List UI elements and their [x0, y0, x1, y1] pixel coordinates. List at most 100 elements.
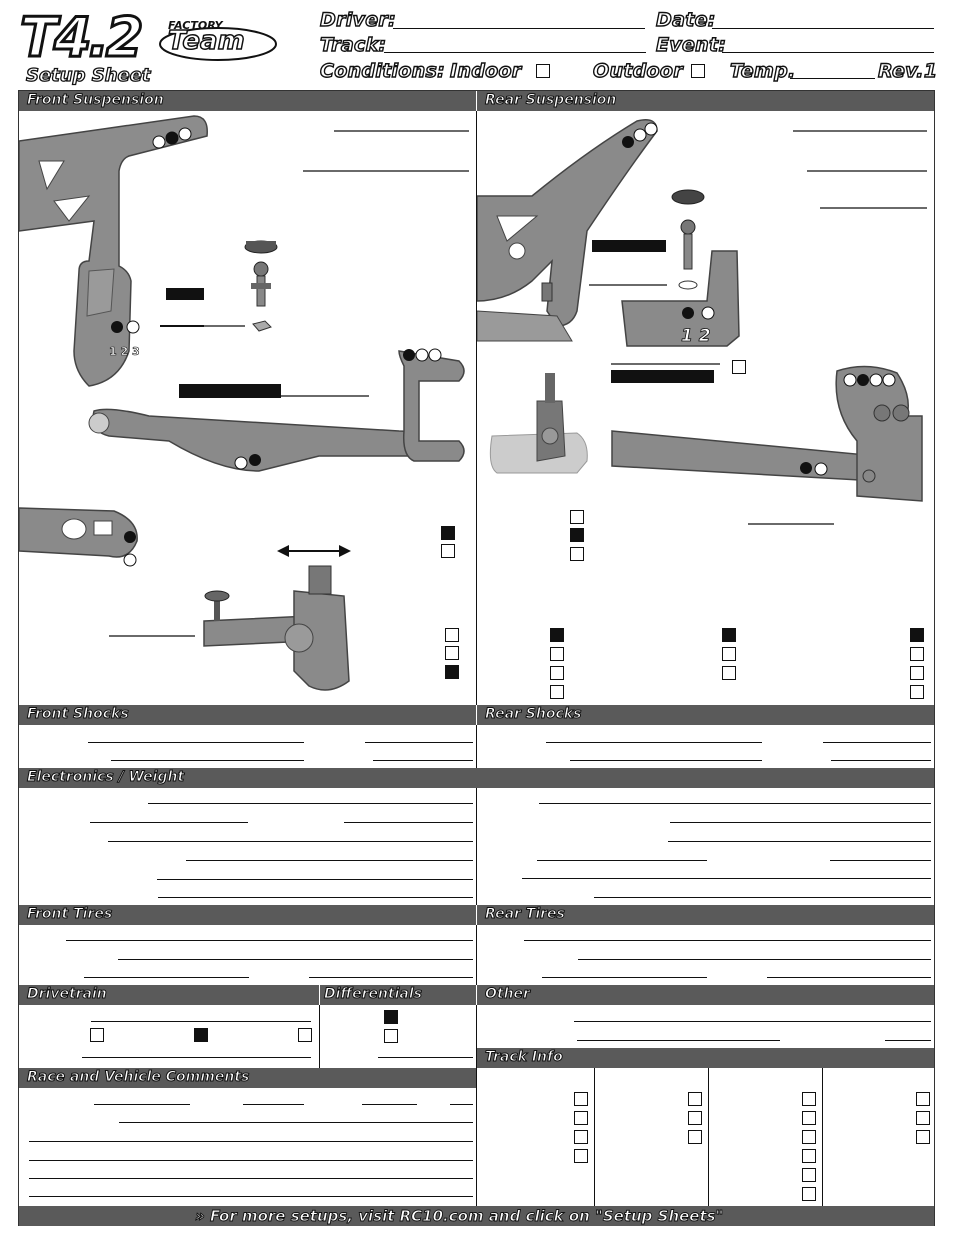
rear-option-c-1[interactable] [722, 628, 736, 642]
drivetrain-checkbox-1[interactable] [90, 1028, 104, 1042]
track-d-3[interactable] [916, 1130, 930, 1144]
elec-field-3[interactable] [344, 822, 473, 823]
rear-option-b-3[interactable] [550, 666, 564, 680]
comment-field-4[interactable] [450, 1104, 473, 1105]
track-c-1[interactable] [802, 1092, 816, 1106]
elec-field-2[interactable] [90, 822, 248, 823]
differentials-bar: Differentials [320, 985, 476, 1005]
diff-field[interactable] [378, 1057, 473, 1058]
front-tire-field-3[interactable] [84, 977, 249, 978]
front-shock-field-2[interactable] [365, 742, 473, 743]
rear-option-b-4[interactable] [550, 685, 564, 699]
rear-option-d-4[interactable] [910, 685, 924, 699]
front-option-checkbox-4[interactable] [445, 646, 459, 660]
rear-option-a-3[interactable] [570, 547, 584, 561]
track-c-3[interactable] [802, 1130, 816, 1144]
outdoor-checkbox[interactable] [691, 64, 705, 78]
indoor-checkbox[interactable] [536, 64, 550, 78]
rear-tire-field-3[interactable] [542, 977, 707, 978]
front-tire-field-1[interactable] [66, 940, 473, 941]
track-c-2[interactable] [802, 1111, 816, 1125]
elec-field-10[interactable] [668, 841, 931, 842]
track-a-1[interactable] [574, 1092, 588, 1106]
rear-option-a-2[interactable] [570, 528, 584, 542]
track-c-4[interactable] [802, 1149, 816, 1163]
drivetrain-field-2[interactable] [82, 1057, 311, 1058]
drivetrain-field-1[interactable] [91, 1021, 311, 1022]
elec-field-1[interactable] [148, 803, 473, 804]
elec-field-13[interactable] [522, 878, 931, 879]
other-field-3[interactable] [885, 1040, 931, 1041]
rear-tire-field-1[interactable] [524, 940, 931, 941]
rear-option-c-3[interactable] [722, 666, 736, 680]
front-shock-field-3[interactable] [111, 760, 304, 761]
rear-hub-checkbox[interactable] [732, 360, 746, 374]
comment-line-3[interactable] [29, 1178, 473, 1179]
other-field-2[interactable] [577, 1040, 780, 1041]
temp-field[interactable] [790, 78, 875, 79]
rear-option-d-3[interactable] [910, 666, 924, 680]
rear-option-d-2[interactable] [910, 647, 924, 661]
other-field-1[interactable] [574, 1021, 931, 1022]
track-d-2[interactable] [916, 1111, 930, 1125]
date-field[interactable] [712, 28, 934, 29]
other-title: Other [485, 986, 531, 1003]
elec-field-11[interactable] [537, 860, 707, 861]
track-a-4[interactable] [574, 1149, 588, 1163]
rear-option-b-2[interactable] [550, 647, 564, 661]
rear-option-d-1[interactable] [910, 628, 924, 642]
drivetrain-checkbox-3[interactable] [298, 1028, 312, 1042]
track-c-6[interactable] [802, 1187, 816, 1201]
track-b-2[interactable] [688, 1111, 702, 1125]
front-shock-field-1[interactable] [88, 742, 304, 743]
rear-option-a-1[interactable] [570, 510, 584, 524]
drivetrain-checkbox-2[interactable] [194, 1028, 208, 1042]
elec-field-14[interactable] [594, 897, 931, 898]
rear-shock-field-2[interactable] [823, 742, 931, 743]
comment-line-2[interactable] [29, 1160, 473, 1161]
front-option-checkbox-1[interactable] [441, 526, 455, 540]
rear-shock-field-1[interactable] [546, 742, 762, 743]
logo-model: T4.2 [19, 5, 145, 71]
rear-option-c-2[interactable] [722, 647, 736, 661]
diff-checkbox-2[interactable] [384, 1029, 398, 1043]
comment-field-1[interactable] [94, 1104, 190, 1105]
comment-field-5[interactable] [119, 1122, 473, 1123]
elec-field-5[interactable] [186, 860, 473, 861]
track-b-3[interactable] [688, 1130, 702, 1144]
front-option-checkbox-5[interactable] [445, 665, 459, 679]
rear-tire-field-2[interactable] [578, 959, 931, 960]
front-tire-field-4[interactable] [309, 977, 473, 978]
track-d-1[interactable] [916, 1092, 930, 1106]
track-a-2[interactable] [574, 1111, 588, 1125]
driver-field[interactable] [393, 28, 645, 29]
front-shock-field-4[interactable] [373, 760, 473, 761]
rear-suspension-title: Rear Suspension [484, 92, 617, 109]
rear-shock-field-4[interactable] [831, 760, 931, 761]
comment-line-4[interactable] [29, 1196, 473, 1197]
event-field[interactable] [722, 52, 934, 53]
comment-field-2[interactable] [243, 1104, 304, 1105]
comment-field-3[interactable] [362, 1104, 417, 1105]
elec-field-9[interactable] [670, 822, 931, 823]
comment-line-1[interactable] [29, 1141, 473, 1142]
logo-graphic [159, 27, 277, 61]
elec-field-6[interactable] [157, 879, 473, 880]
track-b-1[interactable] [688, 1092, 702, 1106]
front-option-checkbox-2[interactable] [441, 544, 455, 558]
front-option-checkbox-3[interactable] [445, 628, 459, 642]
track-c-5[interactable] [802, 1168, 816, 1182]
rear-option-b-1[interactable] [550, 628, 564, 642]
elec-field-4[interactable] [108, 841, 473, 842]
track-a-3[interactable] [574, 1130, 588, 1144]
rear-tire-field-4[interactable] [767, 977, 931, 978]
track-col-divider-1 [594, 1068, 595, 1206]
track-field[interactable] [384, 52, 646, 53]
diff-checkbox-1[interactable] [384, 1010, 398, 1024]
elec-field-12[interactable] [830, 860, 931, 861]
elec-field-7[interactable] [158, 897, 473, 898]
front-tire-field-2[interactable] [118, 959, 473, 960]
logo-brand-top: FACTORY [168, 19, 223, 32]
rear-shock-field-3[interactable] [570, 760, 762, 761]
elec-field-8[interactable] [539, 803, 931, 804]
